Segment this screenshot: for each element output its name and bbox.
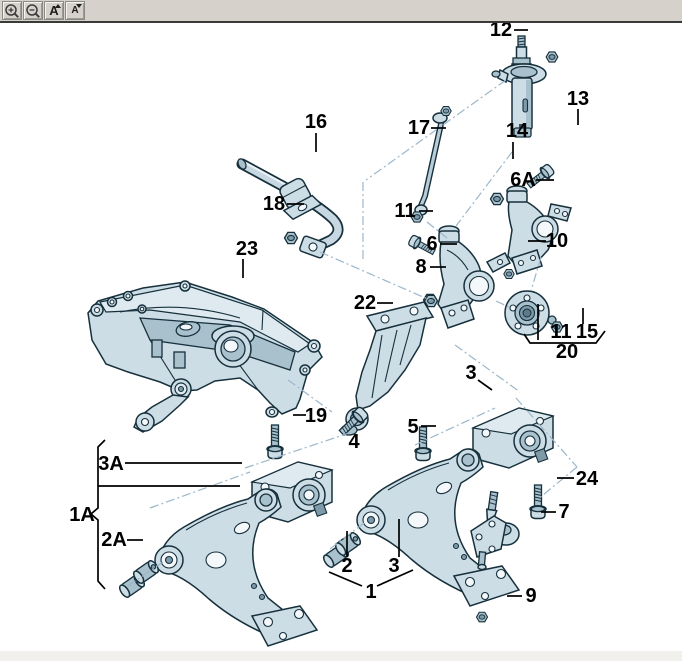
steering-knuckle-right[interactable] <box>489 162 572 280</box>
bracket-line-4 <box>376 569 414 587</box>
callout-12[interactable]: 12 <box>490 23 512 41</box>
callout-3[interactable]: 3 <box>465 362 476 384</box>
link-top-nut <box>440 105 452 117</box>
font-increase-label: A <box>49 3 59 18</box>
stabilizer-link[interactable] <box>410 105 452 223</box>
guide-line-14 <box>127 561 164 587</box>
magnifier-minus-icon <box>26 3 40 18</box>
footer-strip <box>0 651 682 661</box>
bolt-7[interactable] <box>529 484 547 520</box>
callout-4[interactable]: 4 <box>348 431 360 453</box>
callout-20[interactable]: 20 <box>556 341 578 363</box>
stabilizer-nut <box>283 231 299 245</box>
callout-7[interactable]: 7 <box>558 501 569 523</box>
callout-9[interactable]: 9 <box>525 585 536 607</box>
knuckle-right-nut <box>489 192 505 206</box>
ball-joint[interactable] <box>470 490 520 623</box>
guide-line-0 <box>365 79 507 181</box>
bushing-bracket-right[interactable] <box>472 407 554 469</box>
callout-17[interactable]: 17 <box>408 117 430 139</box>
callout-2[interactable]: 2 <box>341 555 352 577</box>
zoom-in-button[interactable] <box>2 1 22 20</box>
stabilizer-clamp <box>279 177 323 221</box>
stabilizer-end-bracket <box>299 235 327 259</box>
diagram-canvas[interactable]: 12131617146A181161082322111520319543A241… <box>0 23 682 661</box>
ball-joint-nut <box>475 611 489 623</box>
magnifier-plus-icon <box>5 3 19 18</box>
callout-5[interactable]: 5 <box>407 416 418 438</box>
suspension-strut[interactable] <box>491 35 559 138</box>
guide-line-4 <box>426 221 448 239</box>
callout-6A[interactable]: 6A <box>510 169 536 191</box>
callout-13[interactable]: 13 <box>567 88 589 110</box>
knuckle-center-nut <box>423 294 439 308</box>
callout-10[interactable]: 10 <box>546 230 568 252</box>
callout-14[interactable]: 14 <box>506 120 529 142</box>
callout-6[interactable]: 6 <box>426 233 437 255</box>
zoom-out-button[interactable] <box>23 1 43 20</box>
leader-3 <box>477 379 493 391</box>
callout-1[interactable]: 1 <box>365 581 376 603</box>
bracket-line-3 <box>328 571 363 587</box>
subframe[interactable] <box>87 280 323 433</box>
bolt-19[interactable] <box>266 424 284 460</box>
bracket-line-0 <box>89 439 106 590</box>
font-decrease-button[interactable]: A <box>65 1 85 20</box>
callout-18[interactable]: 18 <box>263 193 285 215</box>
guide-line-3 <box>455 151 513 227</box>
guide-line-2 <box>319 251 431 301</box>
bracket-line-2 <box>523 330 606 344</box>
caret-down-icon <box>76 4 82 8</box>
callout-16[interactable]: 16 <box>305 111 327 133</box>
callout-2A[interactable]: 2A <box>101 529 127 551</box>
font-decrease-label: A <box>71 4 79 16</box>
callout-11[interactable]: 11 <box>550 321 571 343</box>
font-increase-button[interactable]: A <box>44 1 64 20</box>
guide-line-6 <box>495 300 510 308</box>
callout-8[interactable]: 8 <box>415 256 426 278</box>
steering-knuckle-center[interactable] <box>406 225 511 329</box>
stabilizer-bar[interactable] <box>236 158 344 259</box>
guide-line-8 <box>414 407 496 446</box>
callout-15[interactable]: 15 <box>576 321 598 343</box>
callout-1A[interactable]: 1A <box>69 504 95 526</box>
guide-line-7 <box>454 344 521 393</box>
callout-22[interactable]: 22 <box>354 292 376 314</box>
knuckle-right-lower-nut <box>503 268 515 280</box>
toolbar: A A <box>0 0 682 23</box>
guide-line-10 <box>536 466 578 501</box>
callout-19[interactable]: 19 <box>305 405 327 427</box>
strut-top-nut <box>545 51 559 63</box>
guide-line-13 <box>149 471 251 509</box>
guide-line-12 <box>244 431 353 469</box>
guide-line-5 <box>530 256 542 292</box>
callout-3[interactable]: 3 <box>388 555 399 577</box>
callout-23[interactable]: 23 <box>236 238 258 260</box>
callout-3A[interactable]: 3A <box>98 453 124 475</box>
callout-11[interactable]: 11 <box>394 200 415 222</box>
callout-24[interactable]: 24 <box>576 468 599 490</box>
guide-line-9 <box>515 397 578 468</box>
caret-up-icon <box>55 4 61 8</box>
